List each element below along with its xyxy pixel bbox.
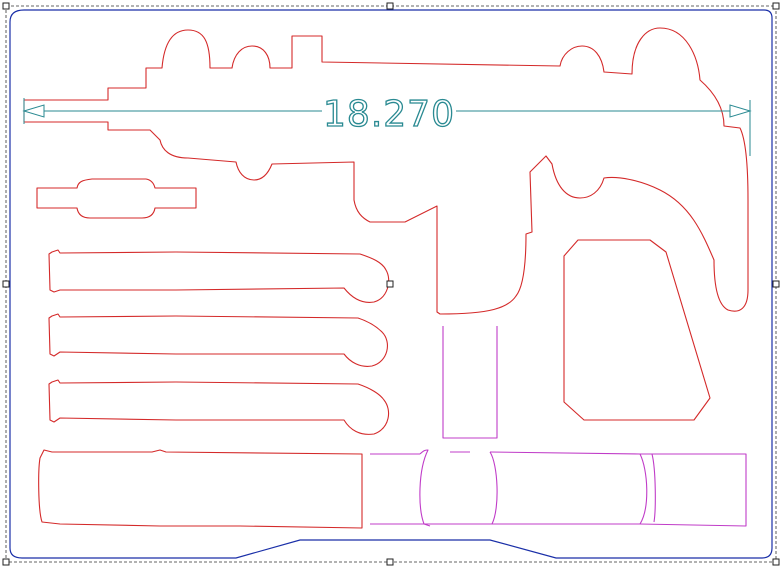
handle-top-left[interactable] bbox=[2, 2, 10, 10]
foam-board-outline[interactable] bbox=[9, 9, 773, 559]
dimension-arrow-left bbox=[22, 104, 45, 118]
grip-cutout[interactable] bbox=[563, 239, 711, 421]
handle-bottom-right[interactable] bbox=[772, 558, 780, 566]
narrow-slot-cutout[interactable] bbox=[442, 326, 498, 439]
handle-top-right[interactable] bbox=[772, 2, 780, 10]
handle-top-middle[interactable] bbox=[386, 2, 394, 10]
segmented-tube-joint-3 bbox=[639, 453, 648, 525]
segmented-tube-outer bbox=[370, 451, 747, 527]
segmented-tube-joint-1 bbox=[419, 449, 431, 527]
dimension-label[interactable]: 18.270 bbox=[322, 93, 455, 135]
magazine-cutout-1[interactable] bbox=[48, 249, 390, 303]
gun-cutout[interactable] bbox=[23, 27, 749, 315]
handle-bottom-middle[interactable] bbox=[386, 558, 394, 566]
handle-bottom-left[interactable] bbox=[2, 558, 10, 566]
segmented-tube-joint-2 bbox=[489, 451, 498, 525]
magazine-cutouts bbox=[48, 249, 390, 435]
long-tube-cutout[interactable] bbox=[38, 449, 363, 529]
segmented-tube-cutout[interactable] bbox=[370, 449, 747, 527]
small-bar-cutout[interactable] bbox=[36, 178, 197, 219]
magazine-cutout-2[interactable] bbox=[48, 313, 388, 367]
magazine-cutout-3[interactable] bbox=[48, 379, 390, 435]
dimension-arrow-right bbox=[729, 104, 752, 118]
handle-middle-right[interactable] bbox=[772, 280, 780, 288]
handle-middle-left[interactable] bbox=[2, 280, 10, 288]
handle-center[interactable] bbox=[386, 280, 394, 288]
segmented-tube-joint-4 bbox=[651, 453, 656, 523]
